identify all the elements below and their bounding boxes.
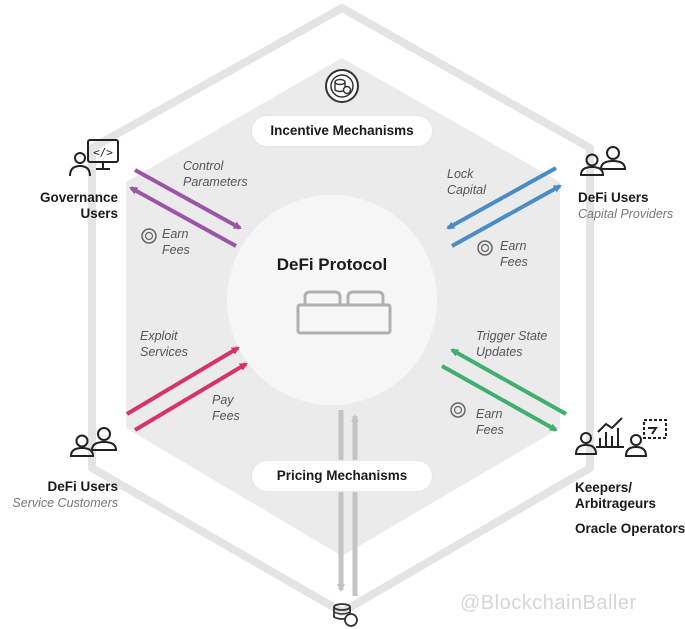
arrow-governance-earn-fees: [129, 186, 237, 248]
keepers-line1: Keepers/: [575, 480, 633, 495]
pay-fees-label: Pay Fees: [212, 392, 240, 424]
lock-capital-label: Lock Capital: [447, 166, 486, 198]
pricing-mechanisms-label: Pricing Mechanisms: [252, 461, 432, 491]
pay-line1: Pay: [212, 393, 234, 407]
keepers-line3: Oracle Operators: [575, 521, 685, 536]
keepers-earn-fees-label: Earn Fees: [476, 406, 504, 438]
cap-earn-line1: Earn: [500, 239, 527, 253]
exploit-services-label: Exploit Services: [140, 328, 188, 360]
keepers-chart-icon: [574, 417, 624, 455]
trigger-line1: Trigger State: [476, 329, 548, 343]
capital-providers-subtitle: Capital Providers: [578, 207, 674, 221]
keepers-label: Keepers/ Arbitrageurs Oracle Operators: [575, 480, 685, 537]
service-customers-label: DeFi Users Service Customers: [0, 479, 118, 511]
gov-earn-line2: Fees: [162, 243, 190, 257]
service-customers-subtitle: Service Customers: [12, 496, 118, 510]
keep-earn-line2: Fees: [476, 423, 504, 437]
coins-stack-icon-top: [325, 69, 359, 103]
control-line1: Control: [183, 159, 224, 173]
defi-protocol-title: DeFi Protocol: [276, 255, 388, 274]
governance-monitor-icon: </>: [69, 139, 119, 177]
svg-text:</>: </>: [93, 146, 113, 159]
arrow-trigger-state-updates: [450, 348, 567, 416]
arrow-exploit-services: [125, 346, 240, 416]
trigger-line2: Updates: [476, 345, 523, 359]
gov-earn-line1: Earn: [162, 227, 189, 241]
lock-line1: Lock: [447, 167, 474, 181]
incentive-mechanisms-label: Incentive Mechanisms: [252, 116, 432, 146]
cap-earn-line2: Fees: [500, 255, 528, 269]
capital-providers-title: DeFi Users: [578, 190, 649, 205]
capital-earn-fees-label: Earn Fees: [500, 238, 528, 270]
arrow-capital-earn-fees: [451, 184, 562, 248]
capital-providers-label: DeFi Users Capital Providers: [578, 190, 673, 222]
trigger-state-updates-label: Trigger State Updates: [476, 328, 547, 360]
exploit-line2: Services: [140, 345, 188, 359]
exploit-line1: Exploit: [140, 329, 178, 343]
users-icon-capital-providers: [579, 146, 627, 176]
governance-users-label: Governance Users: [20, 190, 118, 222]
arrow-pay-fees: [133, 362, 248, 432]
service-customers-title: DeFi Users: [47, 479, 118, 494]
coins-stack-icon-bottom: [333, 603, 358, 627]
lock-line2: Capital: [447, 183, 486, 197]
control-line2: Parameters: [183, 175, 248, 189]
governance-line2: Users: [80, 206, 118, 221]
governance-earn-fees-label: Earn Fees: [162, 226, 190, 258]
pay-line2: Fees: [212, 409, 240, 423]
users-icon-service-customers: [69, 427, 118, 457]
fee-coin-icon-keepers: [450, 402, 466, 418]
fee-coin-icon-governance: [141, 228, 157, 244]
arrow-keepers-earn-fees: [441, 364, 558, 432]
arrow-lock-capital: [446, 166, 557, 230]
protocol-block-icon: [296, 290, 392, 335]
governance-line1: Governance: [39, 190, 118, 205]
keep-earn-line1: Earn: [476, 407, 503, 421]
control-parameters-label: Control Parameters: [183, 158, 248, 190]
keepers-line2: Arbitrageurs: [575, 496, 657, 511]
protocol-circle: [227, 195, 437, 405]
fee-coin-icon-capital: [477, 240, 493, 256]
watermark: @BlockchainBaller: [460, 592, 637, 614]
oracle-operator-icon: [624, 419, 667, 457]
arrow-control-parameters: [134, 168, 242, 230]
outer-hexagon: [88, 4, 594, 616]
